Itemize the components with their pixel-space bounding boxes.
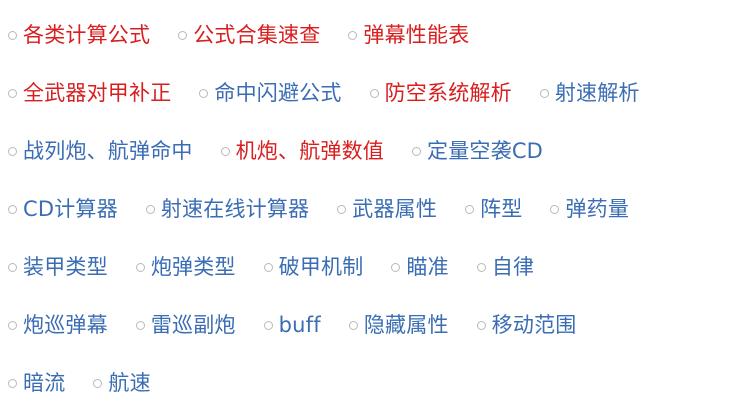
link-label: 命中闪避公式: [214, 80, 342, 105]
link-item[interactable]: 瞄准: [391, 254, 449, 279]
link-label: 机炮、航弹数值: [235, 138, 385, 163]
link-label: 弹药量: [565, 196, 630, 221]
link-label: 隐藏属性: [363, 312, 449, 337]
link-item[interactable]: 全武器对甲补正: [8, 80, 172, 105]
link-item[interactable]: 破甲机制: [263, 254, 364, 279]
link-item[interactable]: 防空系统解析: [369, 80, 512, 105]
link-label: 航速: [108, 370, 151, 395]
link-label: 防空系统解析: [384, 80, 512, 105]
bullet-icon: [220, 146, 230, 156]
link-label: 瞄准: [406, 254, 449, 279]
bullet-icon: [8, 88, 17, 98]
link-item[interactable]: 暗流: [8, 370, 66, 395]
link-row: 各类计算公式 公式合集速查 弹幕性能表: [0, 6, 750, 64]
link-item[interactable]: 雷巡副炮: [135, 312, 236, 337]
link-item[interactable]: CD计算器: [8, 196, 118, 221]
link-label: 暗流: [23, 370, 66, 395]
bullet-icon: [135, 262, 145, 272]
bullet-icon: [337, 204, 347, 214]
link-label: 装甲类型: [23, 254, 108, 279]
link-item[interactable]: 装甲类型: [8, 254, 108, 279]
bullet-icon: [263, 320, 273, 330]
bullet-icon: [476, 320, 486, 330]
link-item[interactable]: 自律: [476, 254, 535, 279]
link-item[interactable]: 战列炮、航弹命中: [8, 138, 193, 163]
bullet-icon: [465, 204, 475, 214]
link-item[interactable]: 炮巡弹幕: [8, 312, 108, 337]
bullet-icon: [369, 88, 379, 98]
bullet-icon: [93, 378, 103, 388]
link-label: 武器属性: [352, 196, 438, 221]
link-label: 各类计算公式: [23, 22, 151, 47]
link-item[interactable]: 射速在线计算器: [145, 196, 310, 221]
link-item[interactable]: 射速解析: [539, 80, 640, 105]
bullet-icon: [145, 204, 155, 214]
bullet-icon: [135, 320, 145, 330]
bullet-icon: [8, 204, 17, 214]
link-row: 暗流 航速: [0, 354, 750, 412]
link-label: 炮巡弹幕: [23, 312, 108, 337]
bullet-icon: [8, 320, 17, 330]
link-item[interactable]: 命中闪避公式: [199, 80, 342, 105]
link-item[interactable]: 弹幕性能表: [348, 22, 470, 47]
link-label: 移动范围: [491, 312, 577, 337]
link-item[interactable]: 炮弹类型: [135, 254, 236, 279]
link-item[interactable]: 公式合集速查: [178, 22, 321, 47]
bullet-icon: [348, 30, 358, 40]
bullet-icon: [199, 88, 209, 98]
bullet-icon: [550, 204, 560, 214]
bullet-icon: [8, 262, 17, 272]
link-label: 弹幕性能表: [363, 22, 470, 47]
bullet-icon: [412, 146, 422, 156]
link-label: 定量空袭CD: [427, 138, 544, 163]
link-list: 各类计算公式 公式合集速查 弹幕性能表全武器对甲补正 命中闪避公式 防空系统解析 射速解析…: [0, 6, 750, 393]
bullet-icon: [539, 88, 549, 98]
link-label: 射速在线计算器: [160, 196, 310, 221]
link-item[interactable]: 航速: [93, 370, 151, 395]
link-label: 自律: [491, 254, 535, 279]
link-label: 炮弹类型: [150, 254, 236, 279]
link-item[interactable]: 机炮、航弹数值: [220, 138, 385, 163]
link-item[interactable]: 阵型: [465, 196, 523, 221]
link-row: CD计算器 射速在线计算器 武器属性 阵型 弹药量: [0, 180, 750, 238]
link-item[interactable]: 隐藏属性: [348, 312, 449, 337]
bullet-icon: [8, 378, 17, 388]
link-row: 战列炮、航弹命中 机炮、航弹数值 定量空袭CD: [0, 122, 750, 180]
bullet-icon: [8, 30, 17, 40]
bullet-icon: [476, 262, 486, 272]
link-label: 破甲机制: [278, 254, 364, 279]
link-row: 装甲类型 炮弹类型 破甲机制 瞄准 自律: [0, 238, 750, 296]
link-label: 阵型: [480, 196, 523, 221]
link-item[interactable]: 弹药量: [550, 196, 630, 221]
bullet-icon: [8, 146, 17, 156]
link-row: 全武器对甲补正 命中闪避公式 防空系统解析 射速解析: [0, 64, 750, 122]
bullet-icon: [263, 262, 273, 272]
link-item[interactable]: 各类计算公式: [8, 22, 151, 47]
link-label: 射速解析: [554, 80, 640, 105]
link-item[interactable]: buff: [263, 312, 321, 337]
bullet-icon: [391, 262, 401, 272]
link-label: 全武器对甲补正: [23, 80, 172, 105]
link-label: 战列炮、航弹命中: [23, 138, 193, 163]
bullet-icon: [178, 30, 188, 40]
link-label: CD计算器: [23, 196, 118, 221]
link-label: 公式合集速查: [193, 22, 321, 47]
link-row: 炮巡弹幕 雷巡副炮 buff 隐藏属性 移动范围: [0, 296, 750, 354]
link-item[interactable]: 移动范围: [476, 312, 577, 337]
bullet-icon: [348, 320, 358, 330]
link-label: buff: [278, 312, 321, 337]
link-label: 雷巡副炮: [150, 312, 236, 337]
link-item[interactable]: 定量空袭CD: [412, 138, 544, 163]
link-item[interactable]: 武器属性: [337, 196, 438, 221]
